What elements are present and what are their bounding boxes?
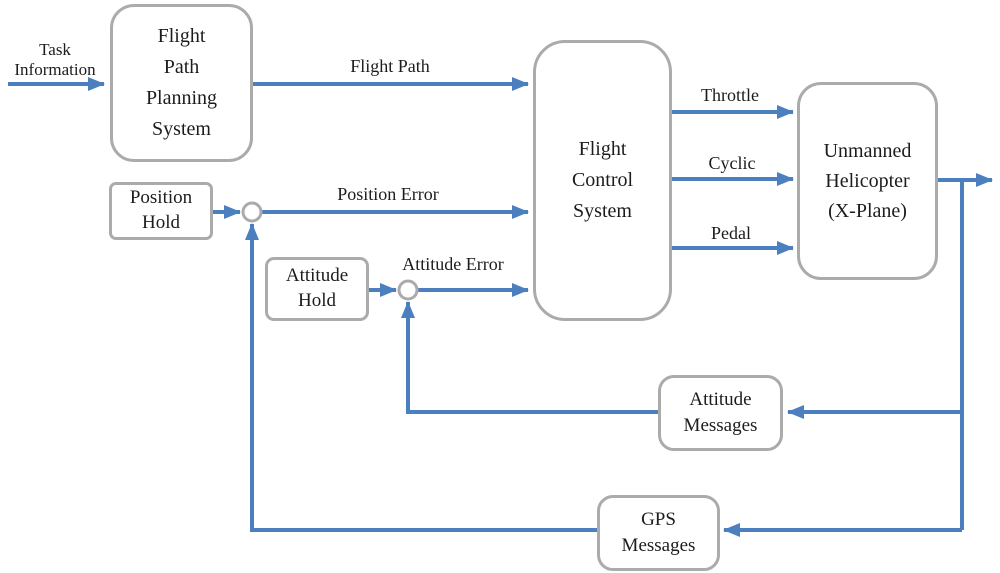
node-gps-messages: GPS Messages — [597, 495, 720, 571]
node-flight-path-planning-system: Flight Path Planning System — [110, 4, 253, 162]
node-unmanned-helicopter: Unmanned Helicopter (X-Plane) — [797, 82, 938, 280]
label-throttle: Throttle — [701, 85, 759, 105]
node-flight-control-system: Flight Control System — [533, 40, 672, 321]
label-cyclic: Cyclic — [708, 153, 756, 173]
node-attitude-messages: Attitude Messages — [658, 375, 783, 451]
attitude-sum-junction — [397, 279, 419, 301]
label-pedal: Pedal — [711, 223, 751, 243]
label-task-information: Task Information — [14, 40, 96, 79]
node-attitude-hold: Attitude Hold — [265, 257, 369, 321]
node-position-hold: Position Hold — [109, 182, 213, 240]
label-position-error: Position Error — [337, 184, 439, 204]
label-attitude-error: Attitude Error — [402, 254, 504, 274]
gps-feedback-return-line — [245, 223, 597, 532]
attitude-feedback-return-line — [401, 301, 658, 414]
position-sum-junction — [241, 201, 263, 223]
label-flight-path: Flight Path — [350, 56, 430, 76]
